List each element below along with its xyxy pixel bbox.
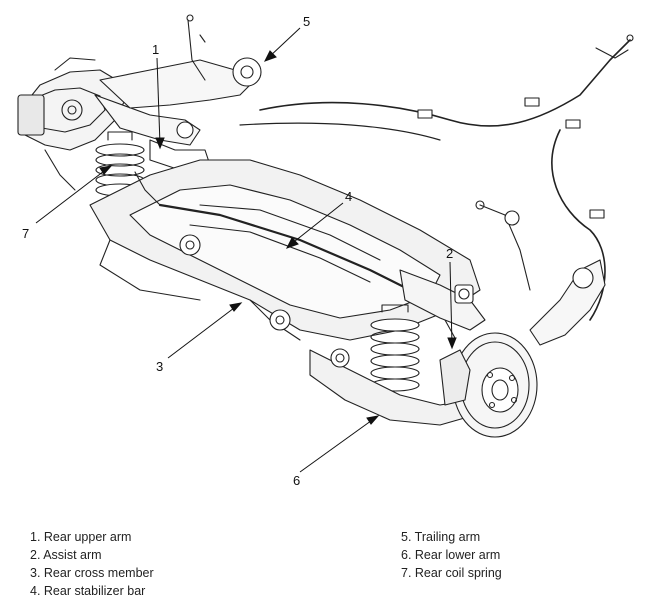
leader-line-1 (155, 57, 165, 150)
legend-item-2: 2. Assist arm (30, 548, 102, 562)
legend-right: 5. Trailing arm 6. Rear lower arm 7. Rea… (401, 528, 502, 582)
legend-item-3: 3. Rear cross member (30, 566, 154, 580)
callout-3: 3 (156, 359, 164, 374)
legend-item-6: 6. Rear lower arm (401, 548, 501, 562)
right-trailing-arm (475, 200, 606, 346)
callout-7: 7 (22, 226, 30, 241)
leader-line-3 (167, 302, 243, 359)
leader-line-2 (447, 261, 457, 350)
left-brake-hub (17, 57, 126, 191)
callout-6: 6 (293, 473, 301, 488)
callout-2: 2 (446, 246, 454, 261)
leader-line-5 (263, 27, 301, 62)
right-brake-disc (439, 332, 538, 438)
leader-line-6 (299, 415, 380, 473)
legend-left: 1. Rear upper arm 2. Assist arm 3. Rear … (30, 528, 154, 600)
right-assist-arm (399, 269, 486, 331)
left-upper-arm (94, 94, 211, 171)
legend-item-1: 1. Rear upper arm (30, 530, 132, 544)
callout-1: 1 (152, 42, 160, 57)
left-trailing-arm (99, 14, 262, 109)
legend-item-5: 5. Trailing arm (401, 530, 481, 544)
callout-5: 5 (303, 14, 311, 29)
legend-item-7: 7. Rear coil spring (401, 566, 502, 580)
leader-line-7 (35, 165, 113, 224)
leader-line-4 (285, 202, 344, 249)
legend-item-4: 4. Rear stabilizer bar (30, 584, 146, 598)
rear-cross-member (89, 159, 481, 341)
callout-4: 4 (345, 189, 353, 204)
